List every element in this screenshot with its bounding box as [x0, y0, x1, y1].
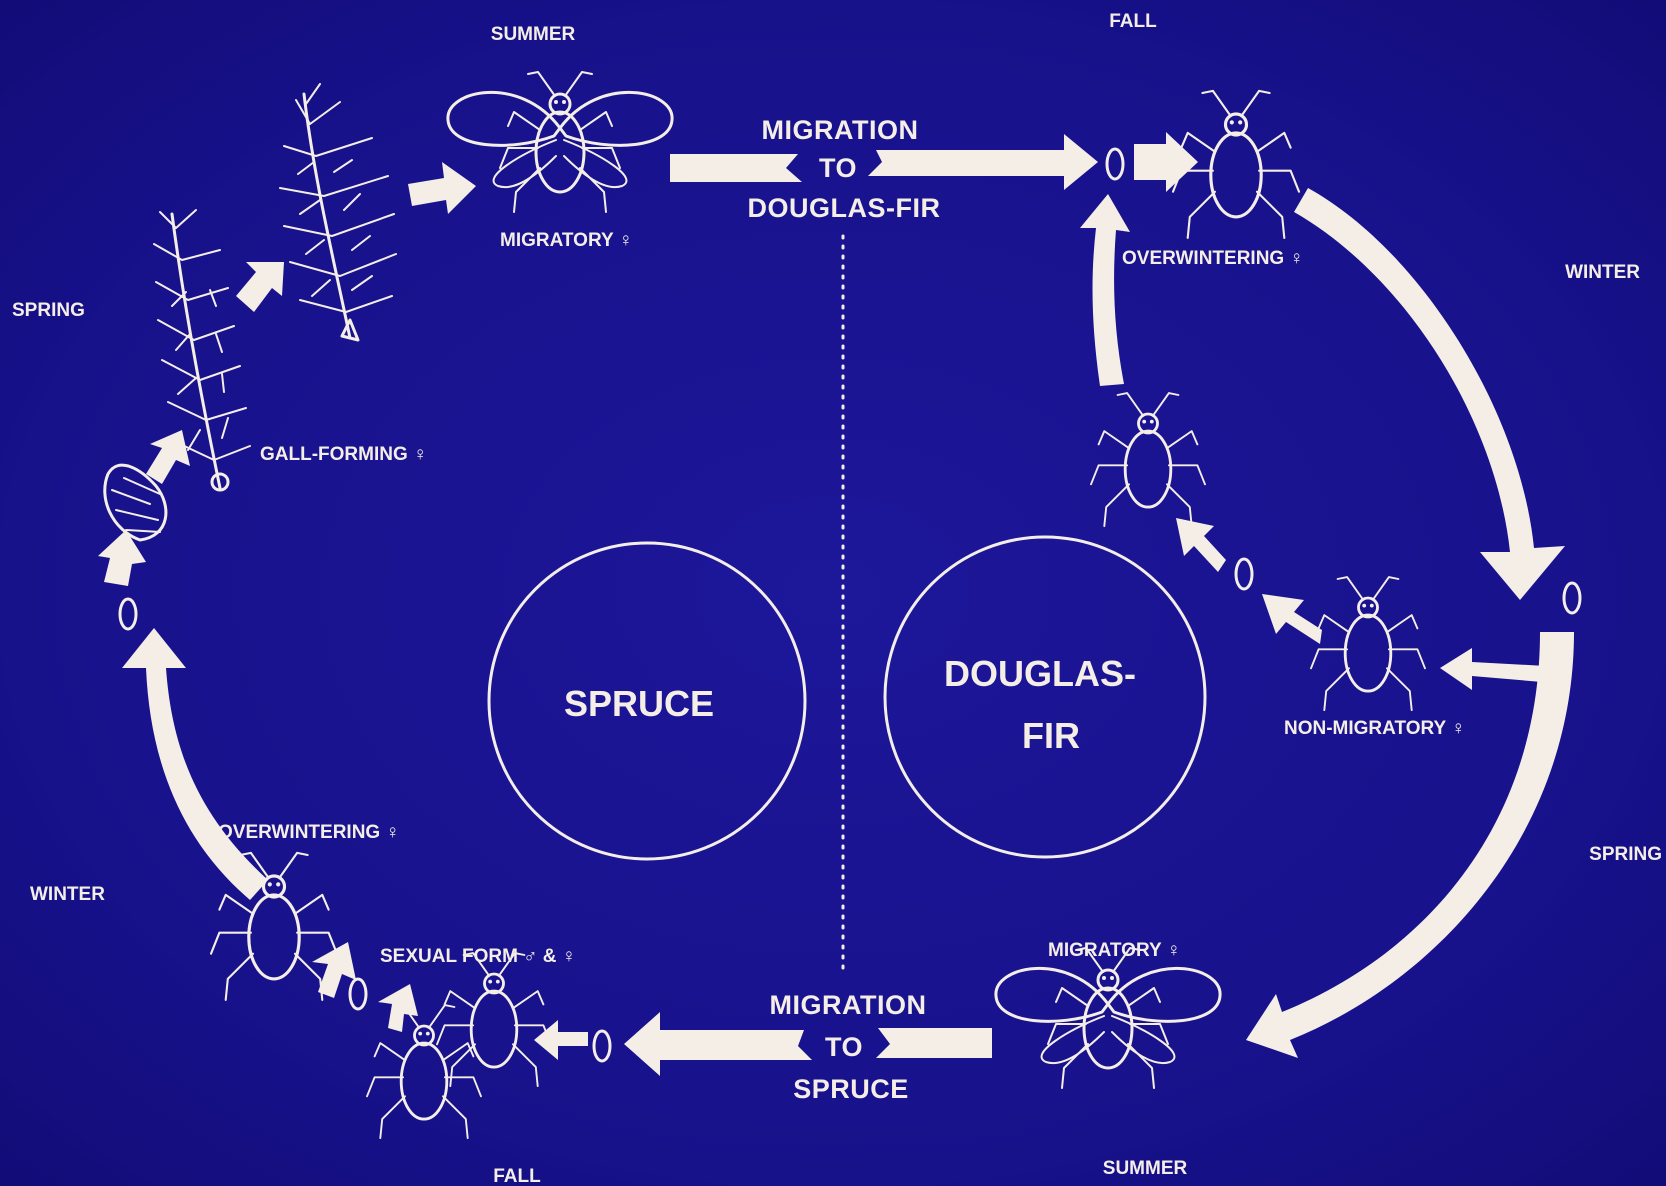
gall-branch-mature-icon [280, 84, 396, 340]
arrow-gall-growth-2 [236, 262, 284, 312]
label-migratory-top: MIGRATORY ♀ [500, 230, 633, 251]
arrow-nymph-to-overwintering [1080, 194, 1130, 386]
season-summer-bottom: SUMMER [1103, 1158, 1188, 1179]
egg-winter-right-icon [1564, 583, 1580, 613]
season-summer-top: SUMMER [491, 24, 576, 45]
season-spring-right: SPRING [1589, 844, 1662, 865]
nymph-insect-icon [1091, 393, 1205, 526]
non-migratory-insect-icon [1311, 577, 1425, 710]
arrow-to-nymph [1176, 518, 1226, 572]
sexual-form-insect-1-icon [437, 953, 551, 1086]
season-winter-left: WINTER [30, 884, 105, 905]
egg-fall-bottom-icon [594, 1031, 610, 1061]
egg-overwintering-left-icon [350, 979, 366, 1009]
host-douglas-fir-line2: FIR [1022, 715, 1080, 756]
arrow-fall-to-winter [1294, 188, 1565, 600]
migration-arrow-bottom-tail [876, 1028, 992, 1058]
arrow-to-non-migratory [1440, 648, 1546, 690]
arrow-gall-growth-1 [146, 430, 190, 484]
host-spruce-label: SPRUCE [564, 683, 714, 724]
label-sexual-form: SEXUAL FORM ♂ & ♀ [380, 946, 576, 967]
season-fall-bottom: FALL [493, 1166, 541, 1186]
migration-arrow-bottom-head [624, 1012, 812, 1076]
arrow-winter-to-spring [122, 628, 268, 900]
migration-arrow-top-tail [670, 154, 802, 182]
label-non-migratory: NON-MIGRATORY ♀ [1284, 718, 1465, 739]
season-fall-top: FALL [1109, 11, 1157, 32]
season-spring-left: SPRING [12, 300, 85, 321]
egg-non-migratory-icon [1236, 559, 1252, 589]
migration-bottom-line2: TO [825, 1032, 863, 1062]
arrow-sexual-to-egg [378, 984, 418, 1032]
arrow-egg-to-overwintering [1134, 132, 1198, 192]
migratory-winged-insect-bottom-icon [996, 948, 1220, 1088]
egg-fall-icon [1107, 149, 1123, 179]
migration-bottom-line3: SPRUCE [793, 1074, 909, 1104]
migration-bottom-line1: MIGRATION [770, 990, 927, 1020]
migration-top-line3: DOUGLAS-FIR [748, 193, 941, 223]
host-douglas-fir-line1: DOUGLAS- [944, 653, 1136, 694]
egg-spring-left-icon [120, 599, 136, 629]
label-overwintering-right: OVERWINTERING ♀ [1122, 248, 1304, 269]
arrow-gall-to-migratory [408, 162, 476, 214]
migratory-winged-insect-top-icon [448, 72, 672, 212]
label-migratory-bottom: MIGRATORY ♀ [1048, 940, 1181, 961]
label-gall-forming: GALL-FORMING ♀ [260, 444, 427, 465]
label-overwintering-left: OVERWINTERING ♀ [218, 822, 400, 843]
migration-top-line1: MIGRATION [762, 115, 919, 145]
douglas-fir-host-circle [885, 537, 1205, 857]
arrow-to-egg-right [1262, 594, 1322, 644]
season-winter-right: WINTER [1565, 262, 1640, 283]
migration-top-line2: TO [819, 153, 857, 183]
